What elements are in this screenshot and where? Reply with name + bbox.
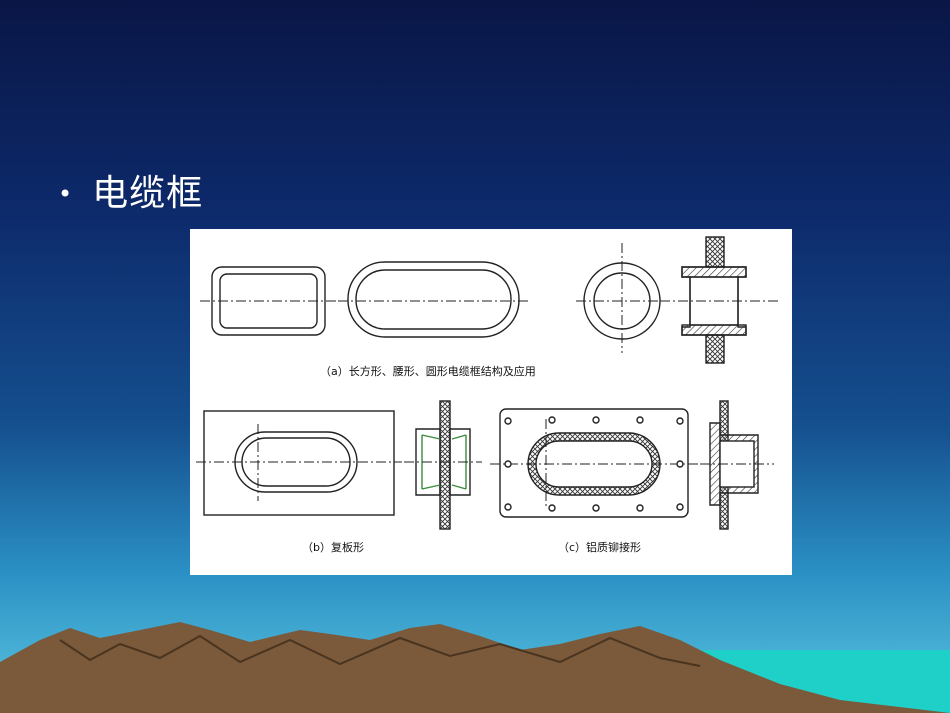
bullet-dot: • [58,180,73,208]
caption-c: （c）铝质铆接形 [558,540,641,554]
obround-frame [338,261,530,338]
rectangular-frame [200,266,340,336]
mountain-shading [59,634,701,667]
bullet-item: • 电缆框 [58,176,203,212]
mountain-range [0,622,950,713]
section-view-b [404,400,482,530]
section-view-a [660,236,778,364]
round-frame [576,243,668,353]
caption-b: （b）复板形 [302,540,364,554]
riveted-aluminium-frame [490,408,700,518]
caption-a: （a）长方形、腰形、圆形电缆框结构及应用 [320,364,536,378]
mountain-decoration [0,622,950,713]
slide-title: 电缆框 [92,173,204,214]
cable-frame-figure: （a）长方形、腰形、圆形电缆框结构及应用 （b）复板形 （c）铝质铆接形 [190,229,792,575]
section-view-c [700,400,774,530]
technical-drawing: （a）长方形、腰形、圆形电缆框结构及应用 （b）复板形 （c）铝质铆接形 [196,236,778,554]
double-plate-frame [196,410,402,516]
